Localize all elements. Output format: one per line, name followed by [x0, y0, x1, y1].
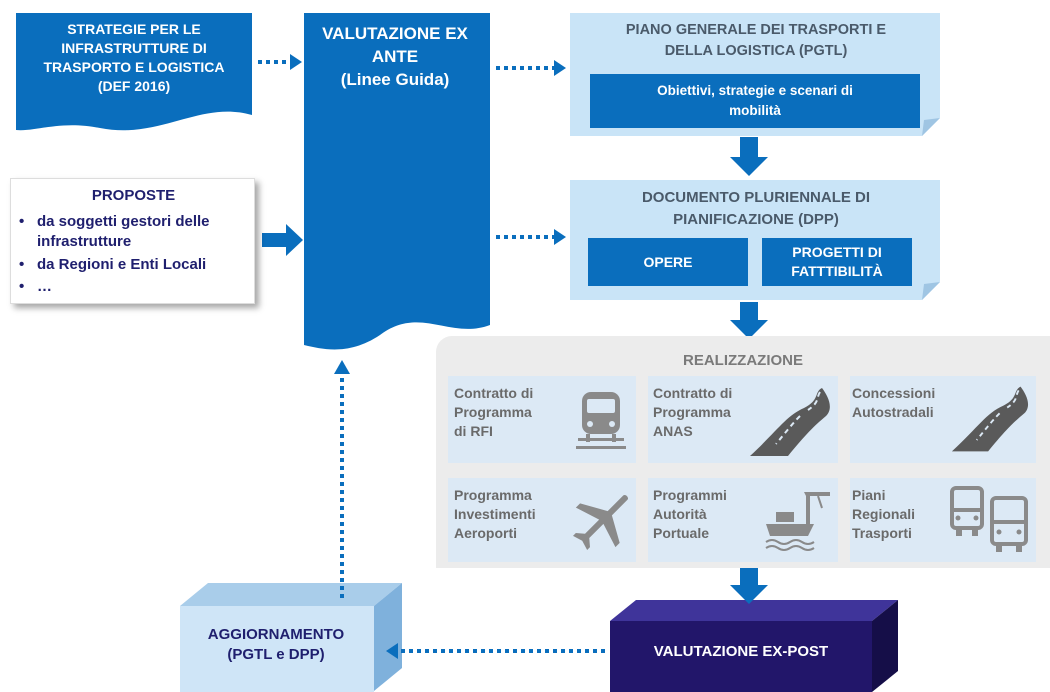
- card-anas-label: Contratto di Programma ANAS: [653, 384, 732, 441]
- card-line: Autorità: [653, 506, 707, 522]
- card-line: Programmi: [653, 487, 727, 503]
- card-line: ANAS: [653, 423, 693, 439]
- proposte-item: •…: [19, 277, 254, 297]
- proposte-item-text: da soggetti gestori delle: [37, 213, 210, 230]
- port-icon: [765, 492, 830, 551]
- card-line: Aeroporti: [454, 525, 517, 541]
- aggiornamento-line1: AGGIORNAMENTO: [207, 626, 345, 643]
- card-line: Concessioni: [852, 385, 936, 401]
- strategie-line4: (DEF 2016): [97, 78, 171, 94]
- card-concessioni-label: Concessioni Autostradali: [852, 384, 935, 422]
- card-line: Trasporti: [852, 525, 912, 541]
- strategie-line2: INFRASTRUTTURE DI: [61, 40, 207, 56]
- card-line: Piani: [852, 487, 886, 503]
- dpp-line2: PIANIFICAZIONE (DPP): [673, 211, 839, 228]
- valutazione-ex-post-label: VALUTAZIONE EX-POST: [653, 643, 829, 660]
- card-aeroporti-label: Programma Investimenti Aeroporti: [454, 486, 536, 543]
- card-line: Programma: [454, 404, 532, 420]
- card-aeroporti: Programma Investimenti Aeroporti: [448, 478, 636, 562]
- valutazione-line1: VALUTAZIONE EX: [322, 24, 468, 43]
- road-icon: [951, 386, 1029, 452]
- strategie-shape: [16, 13, 252, 131]
- pgtl-line2: DELLA LOGISTICA (PGTL): [664, 43, 848, 59]
- bullet: •: [19, 256, 25, 273]
- card-line: Regionali: [852, 506, 916, 522]
- progetti-line1: PROGETTI DI: [792, 244, 882, 260]
- proposte-item: infrastrutture: [19, 232, 254, 252]
- road-icon: [750, 388, 830, 456]
- card-portuale-label: Programmi Autorità Portuale: [653, 486, 727, 543]
- card-line: Programma: [653, 404, 731, 420]
- realizzazione-title: REALIZZAZIONE: [683, 352, 803, 369]
- card-trasporti: Piani Regionali Trasporti: [850, 478, 1036, 562]
- pgtl-inner-line2: mobilità: [729, 103, 781, 118]
- card-line: Autostradali: [852, 404, 934, 420]
- valutazione-ex-ante-text: VALUTAZIONE EX ANTE (Linee Guida): [304, 22, 486, 91]
- valutazione-shape: [304, 13, 490, 350]
- progetti-fattibilita-box: PROGETTI DI FATTTIBILITÀ: [762, 238, 912, 286]
- pgtl-line1: PIANO GENERALE DEI TRASPORTI E: [625, 22, 887, 38]
- dpp-title: DOCUMENTO PLURIENNALE DI PIANIFICAZIONE …: [572, 187, 940, 231]
- bullet: •: [19, 213, 25, 230]
- proposte-item: • da soggetti gestori delle: [19, 212, 254, 232]
- pgtl-objectives-box: Obiettivi, strategie e scenari di mobili…: [590, 74, 920, 128]
- card-concessioni: Concessioni Autostradali: [850, 376, 1036, 463]
- bus-icon: [950, 486, 1028, 552]
- train-icon: [576, 392, 626, 449]
- proposte-item-text: infrastrutture: [37, 233, 132, 250]
- card-portuale: Programmi Autorità Portuale: [648, 478, 838, 562]
- arrow-dpp-real: [730, 302, 768, 339]
- arrow-real-expost: [730, 568, 768, 604]
- proposte-item: • da Regioni e Enti Locali: [19, 255, 254, 275]
- valutazione-line2: ANTE: [371, 47, 419, 66]
- card-rfi: Contratto di Programma di RFI: [448, 376, 636, 463]
- arrow-proposte: [262, 224, 303, 256]
- aggiornamento-line2: (PGTL e DPP): [227, 646, 325, 663]
- proposte-title: PROPOSTE: [91, 187, 176, 204]
- strategie-text: STRATEGIE PER LE INFRASTRUTTURE DI TRASP…: [16, 13, 252, 103]
- card-line: Portuale: [653, 525, 710, 541]
- aggiornamento-text: AGGIORNAMENTO (PGTL e DPP): [180, 625, 372, 665]
- pgtl-inner-line1: Obiettivi, strategie e scenari di: [657, 83, 853, 98]
- progetti-line2: FATTTIBILITÀ: [791, 263, 883, 279]
- bullet: •: [19, 278, 25, 295]
- valutazione-line3: (Linee Guida): [340, 70, 450, 89]
- strategie-line3: TRASPORTO E LOGISTICA: [43, 59, 225, 75]
- card-anas: Contratto di Programma ANAS: [648, 376, 838, 463]
- strategie-line1: STRATEGIE PER LE: [67, 21, 201, 37]
- card-trasporti-label: Piani Regionali Trasporti: [852, 486, 915, 543]
- proposte-box: PROPOSTE • da soggetti gestori delle infr…: [10, 178, 255, 304]
- pgtl-title: PIANO GENERALE DEI TRASPORTI E DELLA LOG…: [572, 20, 940, 62]
- card-line: di RFI: [454, 423, 493, 439]
- dpp-line1: DOCUMENTO PLURIENNALE DI: [641, 189, 871, 206]
- card-line: Programma: [454, 487, 532, 503]
- card-line: Contratto di: [454, 385, 534, 401]
- card-rfi-label: Contratto di Programma di RFI: [454, 384, 533, 441]
- aggiornamento-box: [180, 583, 402, 692]
- proposte-item-text: …: [37, 278, 52, 295]
- card-line: Investimenti: [454, 506, 536, 522]
- card-line: Contratto di: [653, 385, 733, 401]
- opere-box: OPERE: [588, 238, 748, 286]
- arrow-pgtl-dpp: [730, 137, 768, 176]
- expost-box: [610, 600, 898, 692]
- proposte-item-text: da Regioni e Enti Locali: [37, 256, 207, 273]
- airplane-icon: [573, 495, 628, 550]
